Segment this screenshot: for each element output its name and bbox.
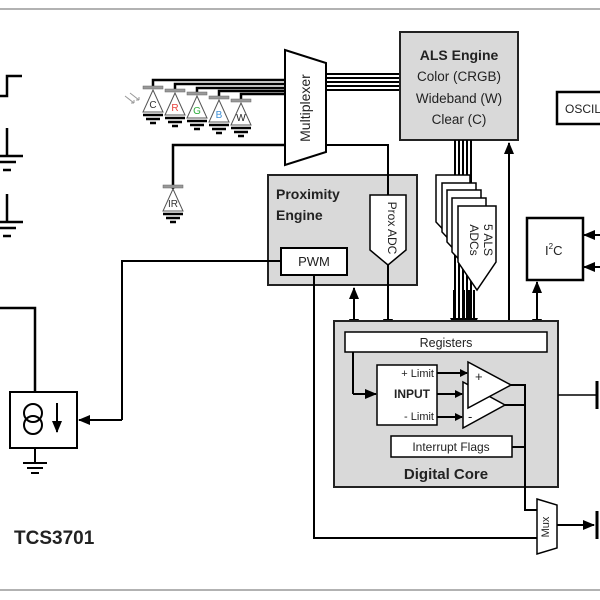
i2c-pin-arrows [583,230,600,272]
photodiode-w: W [230,98,252,138]
interrupt-flags-label: Interrupt Flags [412,440,489,454]
left-pin-stubs [0,74,37,392]
registers-label: Registers [420,336,473,350]
photodiode-icon [230,101,252,126]
i2c-block: I2C [525,216,585,282]
i2c-label: I2C [545,242,562,258]
als-adcs-label-2: ADCs [467,224,481,255]
photodiode-icon [208,98,230,123]
als-engine-block: ALS Engine Color (CRGB) Wideband (W) Cle… [399,31,519,141]
ground-icon [165,116,185,128]
photodiode-ir: IR [162,184,184,224]
mux-output-pin [557,511,599,539]
registers-block: Registers [344,331,548,353]
als-engine-line-3: Clear (C) [432,112,487,127]
pwm-block: PWM [280,247,348,276]
pwm-to-driver-line [121,260,281,420]
photodiode-b: B [208,95,230,135]
pwm-label: PWM [298,254,330,269]
window-comparator: + - [462,360,513,430]
core-output-pin [558,381,599,409]
photodiode-bus [151,78,287,189]
ground-icon [209,123,229,135]
mux-to-prox-adc-line [326,144,389,195]
photodiode-c: C [142,85,164,125]
photodiode-ir-label: IR [168,199,178,210]
input-label: INPUT [394,387,431,401]
photodiode-g-label: G [193,106,201,117]
ground-icon [163,212,183,224]
als-adcs-label-1: 5 ALS [481,224,495,256]
photodiode-r-label: R [171,103,178,114]
proximity-engine-title-2: Engine [276,207,323,223]
ground-icon [187,119,207,131]
photodiode-w-label: W [236,113,246,124]
proximity-engine-title-1: Proximity [276,186,340,202]
ground-icon [143,113,163,125]
oscillator-label: OSCIL [565,102,600,116]
comparator-plus: + [475,369,483,384]
ground-icon [231,126,251,138]
mux-label: Mux [540,516,552,537]
photodiode-r: R [164,88,186,128]
photodiode-c-label: C [149,100,156,111]
comparator-minus: - [468,409,472,424]
photodiode-icon [186,94,208,119]
interrupt-flags-block: Interrupt Flags [390,435,513,458]
pwm-to-mux-line [313,275,540,539]
als-engine-title: ALS Engine [420,47,499,63]
limit-arrows [437,369,468,421]
multiplexer: Multiplexer [284,48,327,167]
als-adcs: 5 ALS ADCs [435,174,497,292]
mux-to-als-bus [326,73,400,91]
photodiode-g: G [186,91,208,131]
multiplexer-label: Multiplexer [297,74,313,142]
photodiode-icon [164,91,186,116]
part-number-label: TCS3701 [14,528,95,549]
photodiode-icon [142,88,164,113]
als-engine-line-2: Wideband (W) [416,91,502,106]
ground-icon [23,462,47,474]
prox-adc: Prox ADC [369,194,407,266]
prox-adc-label: Prox ADC [385,202,399,255]
digital-core-title: Digital Core [404,466,488,483]
photodiode-icon [162,187,184,212]
light-rays-icon [124,92,140,104]
plus-limit-label: + Limit [401,368,434,380]
led-driver-current-source [9,391,78,474]
oscillator-block: OSCIL [555,90,600,126]
output-mux: Mux [536,497,558,556]
comparator-outputs [505,384,540,511]
input-block: + Limit INPUT - Limit [376,364,438,426]
minus-limit-label: - Limit [404,411,434,423]
current-source-icon [23,403,43,423]
als-engine-line-1: Color (CRGB) [417,69,501,84]
photodiode-b-label: B [216,110,223,121]
adc-to-registers-bus [450,290,478,326]
